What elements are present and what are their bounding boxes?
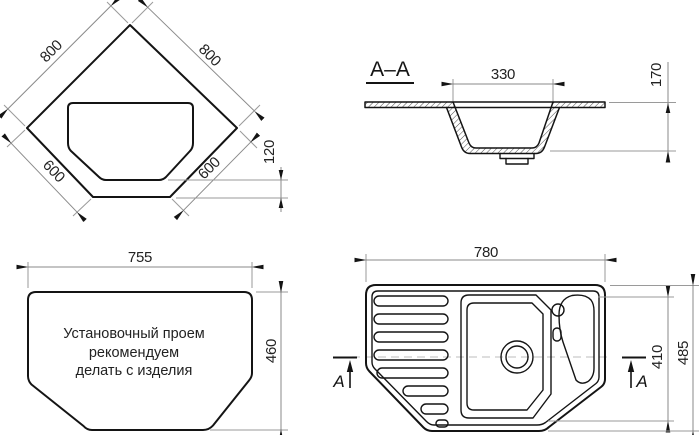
dimension-line bbox=[137, 0, 265, 121]
bowl-cutout-outline bbox=[67, 102, 194, 181]
dim-755-cutout-width: 755 bbox=[16, 249, 264, 288]
section-material bbox=[364, 101, 606, 155]
dim-800-upper-left: 800 bbox=[0, 0, 129, 127]
arrowhead bbox=[346, 360, 354, 372]
extension-line bbox=[238, 104, 261, 127]
dim-label: 170 bbox=[648, 63, 665, 87]
overflow-channel bbox=[552, 327, 562, 342]
cutout-note-line1: Установочный проем bbox=[63, 326, 205, 342]
dim-460-cutout-height: 460 bbox=[210, 281, 288, 435]
dim-label: 330 bbox=[491, 66, 515, 83]
plan-inner-rim bbox=[371, 290, 600, 426]
dim-label: 600 bbox=[195, 154, 224, 183]
dim-label: 755 bbox=[128, 249, 152, 266]
dim-label: 780 bbox=[474, 244, 498, 261]
dim-label: 460 bbox=[263, 339, 280, 363]
arrowhead bbox=[665, 103, 671, 113]
side-bowl bbox=[558, 294, 595, 384]
dim-330-bowl-width: 330 bbox=[441, 66, 565, 101]
drainboard-rib bbox=[373, 349, 449, 361]
extension-line bbox=[3, 104, 26, 127]
view-section-aa: A–A 330 170 bbox=[364, 58, 676, 165]
cutout-note-line3: делать с изделия bbox=[76, 363, 193, 379]
view-cutout: Установочный проем рекомендуем делать с … bbox=[16, 249, 288, 435]
drainboard-rib bbox=[376, 367, 449, 379]
cutout-outline bbox=[27, 291, 253, 431]
cutout-note-line2: рекомендуем bbox=[89, 345, 179, 361]
view-plan: 780 410 485 A A bbox=[332, 244, 699, 435]
arrowhead bbox=[278, 198, 284, 208]
drain-hole-outer bbox=[500, 340, 534, 374]
dim-485-height: 485 bbox=[548, 274, 699, 435]
drainboard-ribs bbox=[373, 295, 449, 428]
dim-170-depth: 170 bbox=[550, 62, 676, 163]
dim-410-bowl-zone: 410 bbox=[548, 285, 674, 433]
dim-780-width: 780 bbox=[354, 244, 617, 282]
drain-fitting-section bbox=[499, 152, 535, 165]
extension-line bbox=[106, 1, 129, 24]
dim-600-lower-right: 600 bbox=[171, 130, 261, 221]
drainboard-rib bbox=[435, 419, 449, 428]
dimension-line bbox=[173, 132, 261, 221]
view-product-top: 800 800 600 600 bbox=[0, 0, 288, 223]
drainboard-rib bbox=[373, 331, 449, 343]
dim-label: 485 bbox=[675, 341, 692, 365]
dim-label: 120 bbox=[261, 140, 278, 164]
section-marker-left: A bbox=[332, 356, 357, 391]
drainboard-rib bbox=[402, 385, 449, 397]
plan-outer-outline bbox=[365, 284, 606, 432]
dim-label: 800 bbox=[37, 37, 66, 66]
extension-line bbox=[72, 198, 92, 217]
dim-120-corner-height: 120 bbox=[168, 140, 288, 212]
dim-800-upper-right: 800 bbox=[131, 0, 265, 127]
dim-600-lower-left: 600 bbox=[1, 129, 92, 223]
dimension-line bbox=[1, 133, 87, 223]
arrowhead bbox=[278, 170, 284, 180]
arrowhead bbox=[627, 360, 635, 372]
section-letter: A bbox=[332, 372, 344, 391]
extension-line bbox=[6, 129, 26, 148]
section-marker-right: A bbox=[622, 356, 648, 391]
dimension-line bbox=[0, 0, 121, 119]
tap-hole bbox=[551, 303, 565, 317]
drain-hole-inner bbox=[505, 345, 529, 369]
extension-line bbox=[131, 1, 154, 24]
extension-line bbox=[239, 130, 258, 149]
drainboard-rib bbox=[373, 295, 449, 307]
section-title: A–A bbox=[370, 58, 410, 81]
main-bowl-inner bbox=[466, 302, 544, 411]
dim-label: 600 bbox=[39, 157, 68, 186]
dim-label: 800 bbox=[195, 41, 224, 70]
drainboard-rib bbox=[373, 313, 449, 325]
dim-label: 410 bbox=[649, 345, 666, 369]
main-bowl-outer bbox=[460, 294, 552, 419]
section-letter: A bbox=[635, 372, 647, 391]
drainboard-rib bbox=[420, 403, 449, 415]
